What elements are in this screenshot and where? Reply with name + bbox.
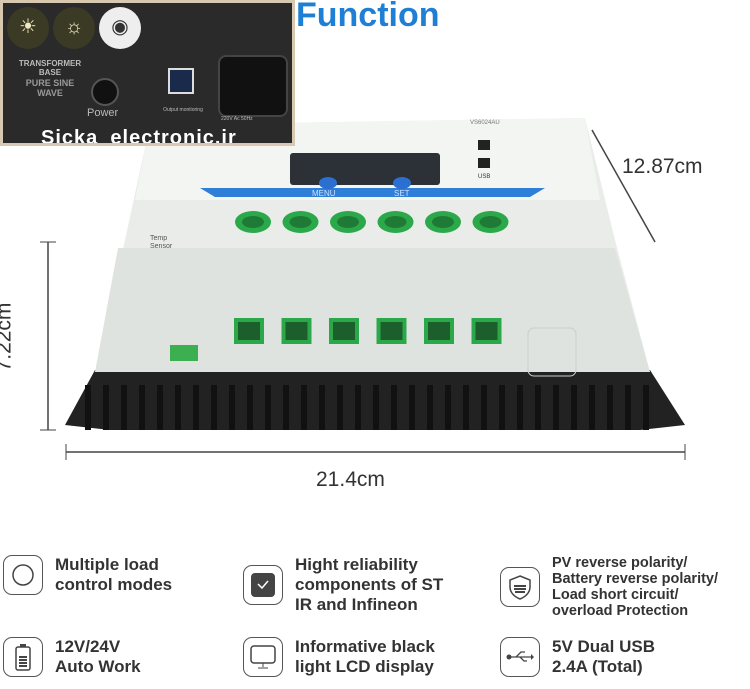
feature-line: Load short circuit/ xyxy=(552,587,679,603)
temp-sensor-port xyxy=(170,345,198,361)
svg-text:SET: SET xyxy=(394,189,410,198)
heatsink-fin xyxy=(607,385,613,430)
feature-line: Battery reverse polarity/ xyxy=(552,571,719,587)
inset-label: WAVE xyxy=(37,88,63,98)
svg-text:USB: USB xyxy=(478,174,490,180)
output-label: Output monitoring xyxy=(163,107,203,113)
feature-item: PV reverse polarity/Battery reverse pola… xyxy=(500,555,718,619)
feature-line: Multiple load xyxy=(55,555,159,574)
feature-line: 5V Dual USB xyxy=(552,637,655,656)
svg-text:MENU: MENU xyxy=(312,189,336,198)
heatsink-fin xyxy=(85,385,91,430)
checkbox-icon xyxy=(243,565,283,605)
feature-line: IR and Infineon xyxy=(295,595,418,614)
inverter-inset-photo: ☀ ☼ ◉ TRANSFORMER BASE PURE SINE WAVE Po… xyxy=(0,0,295,146)
feature-line: 12V/24V xyxy=(55,637,121,656)
feature-line: components of ST xyxy=(295,575,444,594)
svg-text:Sensor: Sensor xyxy=(150,243,173,250)
heatsink-fin xyxy=(427,385,433,430)
feature-line: Informative black xyxy=(295,637,435,656)
inset-label: PURE SINE xyxy=(25,78,75,88)
battery-icon xyxy=(3,637,43,677)
solar-panel-icon: ☀ xyxy=(7,7,49,49)
width-dimension: 21.4cm xyxy=(316,468,385,491)
power-knob xyxy=(91,78,119,106)
heatsink-fin xyxy=(265,385,271,430)
height-dimension: 7.22cm xyxy=(0,302,16,372)
heatsink-fin xyxy=(283,385,289,430)
socket-label: 220V Ac 50Hz xyxy=(221,116,253,122)
heatsink-fin xyxy=(175,385,181,430)
monitor-icon xyxy=(243,637,283,677)
heatsink-fin xyxy=(337,385,343,430)
heatsink-fin xyxy=(535,385,541,430)
svg-text:VS6024AU: VS6024AU xyxy=(470,120,500,126)
menu-button xyxy=(319,177,337,189)
svg-text:Temp: Temp xyxy=(150,235,167,242)
depth-dimension: 12.87cm xyxy=(622,155,703,178)
heatsink-fin xyxy=(229,385,235,430)
heatsink-fin xyxy=(301,385,307,430)
heatsink-fin xyxy=(499,385,505,430)
feature-line: PV reverse polarity/ xyxy=(552,555,688,571)
heatsink-fin xyxy=(589,385,595,430)
heatsink-fin xyxy=(643,385,649,430)
heatsink-fins xyxy=(65,370,685,430)
feature-line: light LCD display xyxy=(295,657,434,676)
inset-label: TRANSFORMER xyxy=(18,59,82,68)
heatsink-fin xyxy=(517,385,523,430)
shield-icon xyxy=(500,567,540,607)
output-meter xyxy=(168,68,194,94)
heatsink-fin xyxy=(463,385,469,430)
solar-farm-icon: ☼ xyxy=(53,7,95,49)
heatsink-fin xyxy=(103,385,109,430)
heatsink-fin xyxy=(319,385,325,430)
heatsink-fin xyxy=(355,385,361,430)
heatsink-fin xyxy=(409,385,415,430)
feature-line: Hight reliability xyxy=(295,555,418,574)
heatsink-fin xyxy=(139,385,145,430)
lcd-screen xyxy=(290,153,440,185)
circle-icon xyxy=(3,555,43,595)
feature-line: Auto Work xyxy=(55,657,141,676)
heatsink-fin xyxy=(121,385,127,430)
heatsink-fin xyxy=(553,385,559,430)
usb-icon xyxy=(500,637,540,677)
watermark: Sicka_electronic.ir xyxy=(41,127,237,146)
heatsink-fin xyxy=(211,385,217,430)
heatsink-fin xyxy=(391,385,397,430)
feature-line: 2.4A (Total) xyxy=(552,657,643,676)
page-title: Function xyxy=(296,0,440,34)
heatsink-fin xyxy=(373,385,379,430)
heatsink-fin xyxy=(193,385,199,430)
set-button xyxy=(393,177,411,189)
brand-seal-icon: ◉ xyxy=(99,7,141,49)
feature-line: control modes xyxy=(55,575,173,594)
heatsink-fin xyxy=(481,385,487,430)
heatsink-fin xyxy=(445,385,451,430)
heatsink-fin xyxy=(247,385,253,430)
ac-socket xyxy=(218,55,288,117)
power-label: Power xyxy=(87,107,119,119)
heatsink-fin xyxy=(157,385,163,430)
heatsink-fin xyxy=(625,385,631,430)
feature-text: PV reverse polarity/Battery reverse pola… xyxy=(552,555,718,619)
inset-label: BASE xyxy=(38,68,62,77)
heatsink-fin xyxy=(571,385,577,430)
feature-line: overload Protection xyxy=(552,603,689,619)
